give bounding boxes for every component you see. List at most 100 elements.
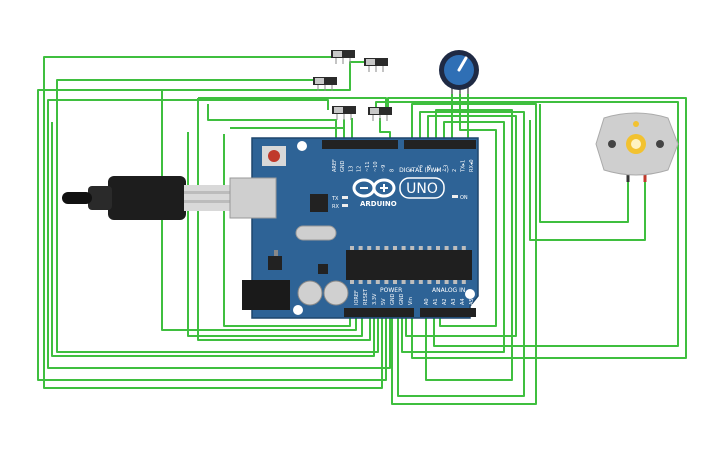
pin-label: A0 — [424, 298, 430, 305]
chip-leg — [358, 280, 363, 284]
wire[interactable] — [425, 109, 513, 381]
wire[interactable] — [43, 56, 383, 389]
power-jack — [242, 280, 290, 310]
pin-label: ~3 — [444, 165, 450, 172]
on-led — [452, 195, 458, 198]
wire[interactable] — [47, 99, 391, 369]
wire[interactable] — [56, 79, 379, 353]
chip-leg — [436, 246, 440, 250]
slide-switch-icon[interactable] — [364, 58, 388, 72]
pin-label: GND — [399, 293, 405, 305]
chip-leg — [367, 280, 372, 284]
wire[interactable] — [207, 104, 337, 140]
slide-switch-icon[interactable] — [331, 50, 355, 64]
pin-label: A3 — [451, 298, 457, 305]
chip-leg — [418, 246, 423, 250]
capacitor — [323, 280, 349, 306]
pin-label: RESET — [363, 288, 369, 305]
pin-label: RX◂0 — [469, 159, 475, 172]
chip-leg — [393, 246, 397, 250]
chip-leg — [461, 280, 466, 284]
pin-label: 7 — [410, 169, 416, 172]
rx-label: RX — [332, 204, 339, 210]
arduino-logo-icon — [352, 178, 396, 198]
pin-label: ~10 — [373, 161, 379, 172]
slide-switch-icon[interactable] — [313, 77, 337, 91]
analog-header[interactable] — [420, 308, 476, 317]
wire[interactable] — [187, 132, 363, 337]
rx-led — [342, 204, 348, 207]
regulator — [268, 256, 282, 270]
chip-leg — [461, 246, 466, 250]
chip-leg — [384, 280, 389, 284]
wire[interactable] — [401, 121, 505, 353]
chip-leg — [444, 246, 449, 250]
pin-label: IOREF — [354, 290, 360, 305]
pin-label: 3.3V — [372, 293, 378, 305]
arduino-uno-board[interactable]: ARDUINO UNO DIGITAL (PWM~) TX RX ON POWE… — [229, 137, 479, 319]
chip-leg — [444, 280, 449, 284]
pin-label: 5V — [381, 298, 387, 305]
model-label: UNO — [406, 181, 438, 197]
brand-label: ARDUINO — [360, 200, 397, 208]
analog-label: ANALOG IN — [432, 287, 465, 294]
pin-label: GND — [340, 160, 346, 172]
chip-leg — [453, 246, 458, 250]
wire[interactable] — [539, 104, 629, 223]
pin-label: 8 — [389, 169, 395, 172]
wire[interactable] — [375, 101, 679, 347]
atmega-chip — [346, 250, 472, 280]
chip-leg — [418, 280, 423, 284]
dc-motor-icon[interactable] — [595, 112, 679, 182]
pin-label: ~9 — [381, 165, 387, 172]
usb-port — [229, 177, 277, 219]
tx-led — [342, 196, 348, 199]
mount-hole — [297, 141, 307, 151]
chip-leg — [350, 280, 354, 284]
power-header[interactable] — [344, 308, 414, 317]
pin-label: 2 — [452, 169, 458, 172]
digital-label: DIGITAL (PWM~) — [399, 167, 449, 174]
wire[interactable] — [223, 134, 351, 327]
pin-label: 13 — [348, 166, 354, 172]
pin-label: ~5 — [427, 165, 433, 172]
pin-label: AREF — [332, 159, 338, 172]
wire[interactable] — [379, 118, 391, 140]
slide-switch-icon[interactable] — [332, 106, 356, 120]
pin-label: A4 — [460, 298, 466, 305]
potentiometer-icon[interactable] — [439, 50, 479, 94]
digital-header-left[interactable] — [322, 140, 398, 149]
wire[interactable] — [230, 119, 345, 140]
wire[interactable] — [529, 120, 646, 241]
chip-leg — [453, 280, 458, 284]
wire[interactable] — [51, 122, 375, 357]
chip-leg — [350, 246, 354, 250]
slide-switch-icon[interactable] — [368, 107, 392, 121]
pin-label: A2 — [442, 298, 448, 305]
mount-hole — [293, 305, 303, 315]
wire[interactable] — [405, 115, 517, 337]
pin-label: ~11 — [365, 161, 371, 172]
pin-label: GND — [390, 293, 396, 305]
wire[interactable] — [387, 97, 687, 359]
wire[interactable] — [439, 92, 497, 327]
chip-leg — [367, 246, 372, 250]
digital-header-right[interactable] — [404, 140, 476, 149]
wire[interactable] — [391, 103, 537, 405]
chip-leg — [427, 280, 432, 284]
on-label: ON — [460, 195, 468, 201]
chip-leg — [375, 280, 380, 284]
pin-label: A5 — [469, 298, 475, 305]
chip-leg — [393, 280, 397, 284]
pin-label: 12 — [357, 166, 363, 172]
power-label: POWER — [380, 287, 402, 294]
capacitor — [297, 280, 323, 306]
pin-label: Vin — [408, 297, 414, 305]
wire[interactable] — [397, 111, 525, 397]
chip-leg — [375, 246, 380, 250]
chip-leg — [436, 280, 440, 284]
chip-leg — [401, 246, 406, 250]
chip-leg — [384, 246, 389, 250]
tx-label: TX — [331, 196, 339, 202]
